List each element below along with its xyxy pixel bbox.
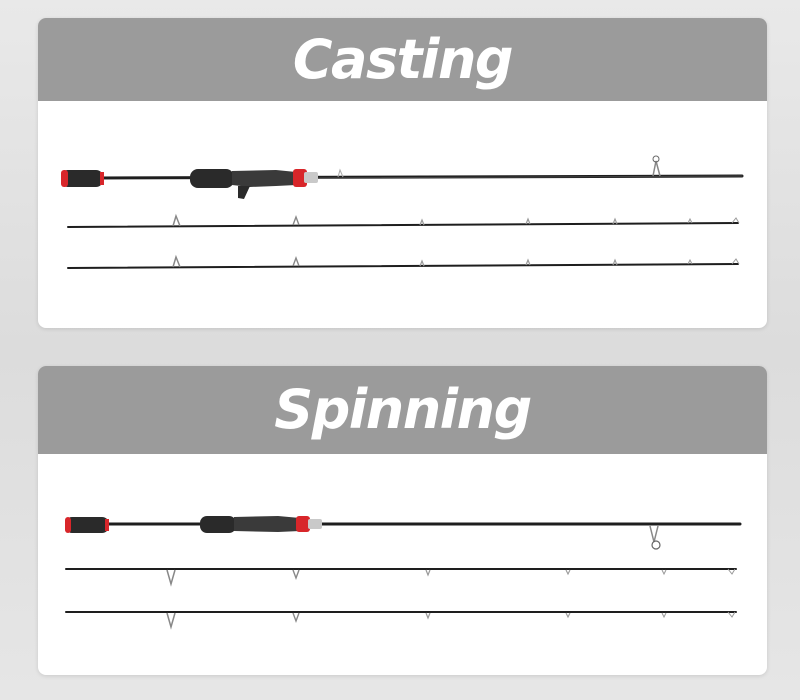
reel-seat [232,170,296,187]
guide-icon [652,160,661,177]
trigger [238,186,250,199]
casting-card: Casting [38,18,767,328]
butt-cap [61,170,68,187]
casting-butt-section [61,155,744,199]
casting-rod-area [38,101,767,328]
casting-tip-section-2 [67,254,740,269]
spinning-header: Spinning [38,366,767,454]
spinning-title: Spinning [274,378,532,441]
spinning-tip-section-1 [65,568,737,587]
reel-seat-ring [296,516,310,532]
fore-grip [190,169,234,188]
ferrule [308,519,322,529]
casting-title: Casting [292,27,514,91]
casting-header: Casting [38,18,767,101]
spinning-card: Spinning [38,366,767,675]
spinning-butt-section [65,516,742,550]
ferrule [304,172,318,183]
reel-seat-ring [293,169,307,187]
spinning-tip-section-2 [65,611,737,630]
casting-rod-illustration [61,155,744,269]
rear-grip [61,170,103,187]
casting-tip-section-1 [67,213,740,228]
spinning-rod-illustration [65,516,742,630]
spinning-rod-area [38,454,767,675]
rear-grip [65,517,109,533]
guide-icon [649,525,659,543]
reel-seat [234,516,300,532]
fore-grip [200,516,236,533]
butt-cap [65,517,71,533]
